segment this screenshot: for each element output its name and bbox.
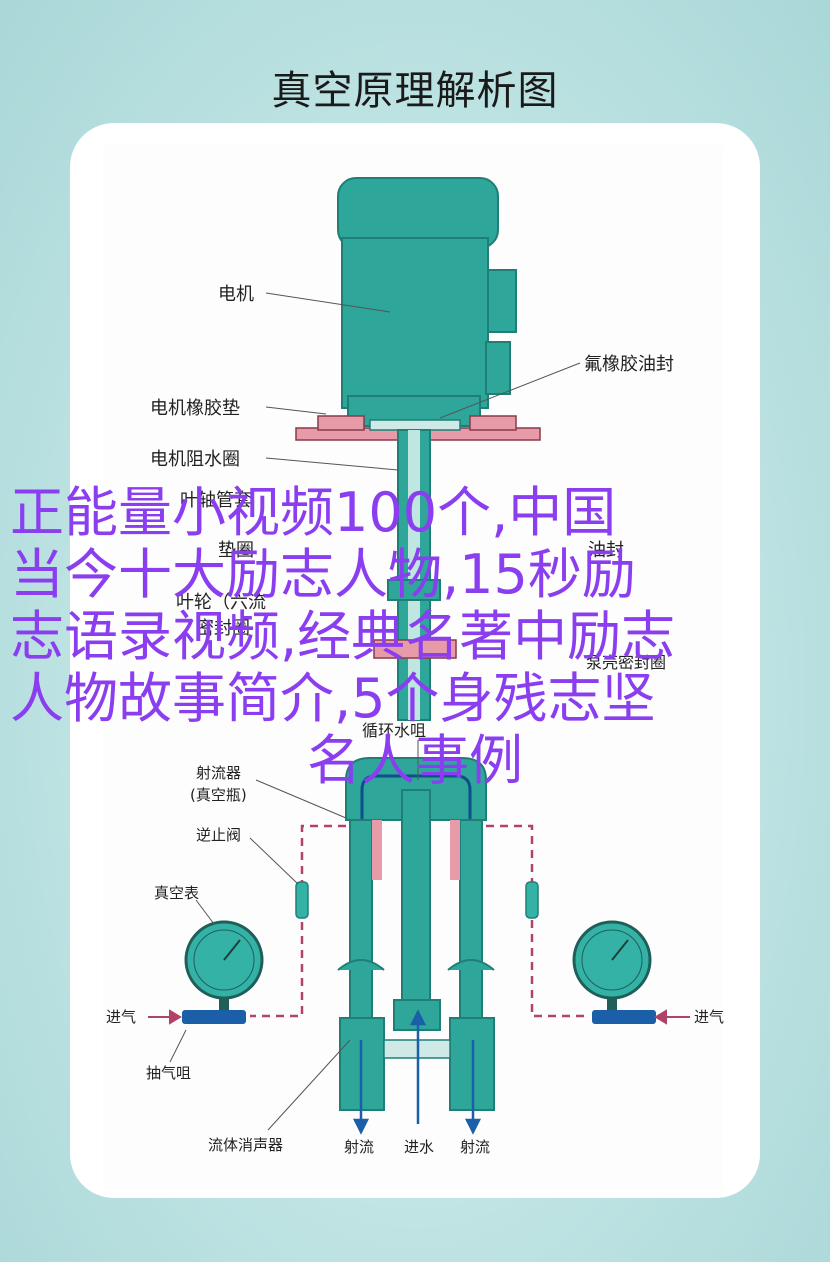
flow-arrows [352,1009,482,1135]
air-inlet-arrows [148,1009,690,1025]
label-air-inlet-left: 进气 [106,1008,136,1026]
overlay-headline: 正能量小视频100个,中国 当今十大励志人物,15秒励 志语录视频,经典名著中励… [10,482,820,792]
label-impeller: 叶轮（六流 [176,592,266,613]
label-fluoro-seal: 氟橡胶油封 [584,354,674,375]
leader-lines [169,292,581,1131]
page-title: 真空原理解析图 [271,68,559,114]
jet-pipes [337,789,495,1111]
label-pump-shell-seal: 泵壳密封圈 [586,653,666,672]
label-circulating-nozzle: 循环水咀 [362,721,426,740]
vacuum-lines [250,824,586,1018]
overlay-line: 正能量小视频100个,中国 [10,481,617,544]
label-suction-nozzle: 抽气咀 [146,1064,191,1082]
label-vacuum-bottle: (真空瓶) [190,786,247,804]
motor [337,177,517,427]
pump-shaft [373,429,457,721]
label-shaft-sleeve: 叶轴管套 [180,490,252,511]
label-jet-right: 射流 [460,1138,490,1156]
label-motor-water-ring: 电机阻水圈 [150,449,240,470]
label-check-valve: 逆止阀 [196,826,241,844]
label-seal-left: 密封圈 [196,618,250,639]
vacuum-gauge-icon [182,920,656,1024]
label-gasket: 垫圈 [218,540,254,561]
label-vacuum-gauge: 真空表 [154,884,199,902]
label-jet-left: 射流 [344,1138,374,1156]
overlay-line: 当今十大励志人物,15秒励 [10,543,636,606]
label-water-inlet: 进水 [404,1138,434,1156]
label-air-inlet-right: 进气 [694,1008,724,1026]
overlay-line: 志语录视频,经典名著中励志 [10,605,676,668]
label-motor: 电机 [218,284,254,305]
label-ejector: 射流器 [196,764,241,782]
overlay-line: 名人事例 [307,729,523,792]
overlay-line: 人物故事简介,5个身残志坚 [10,667,656,730]
label-fluid-muffler: 流体消声器 [208,1136,283,1154]
check-valve-icon [295,881,539,919]
label-motor-gasket: 电机橡胶垫 [150,398,240,419]
label-seal-right: 油封 [588,540,624,561]
